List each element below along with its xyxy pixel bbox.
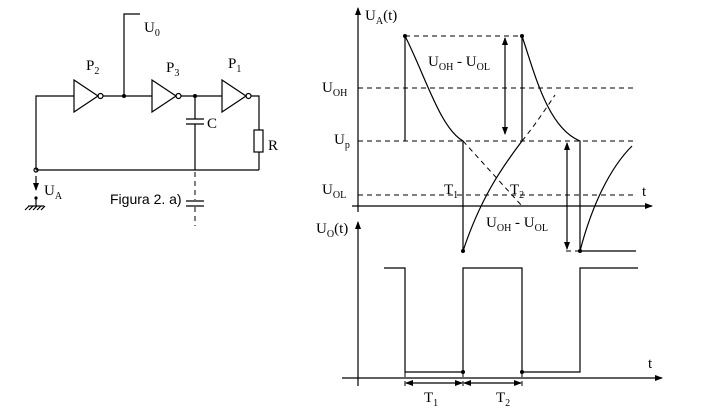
cap-ghost [186, 200, 204, 207]
t2-marker-label: T2 [510, 182, 524, 201]
p1-label: P1 [228, 56, 241, 75]
ua-axis-label: UA(t) [365, 8, 397, 27]
ua-graph: UA(t) t UOH Up UOL UOH - UOL UOH - UOL T… [322, 7, 653, 253]
wire-p1-r [251, 95, 260, 130]
resistor-r [253, 129, 264, 153]
ua-node [33, 167, 39, 173]
lower-swing-label: UOH - UOL [486, 215, 548, 234]
t1-dimension-label: T1 [424, 390, 438, 409]
ground-hatch [24, 205, 46, 211]
ua-decay-extension [462, 140, 523, 207]
u0-label: U0 [144, 20, 160, 39]
up-label: Up [334, 132, 350, 151]
uo-graph: UO(t) t T1 T2 [316, 221, 663, 409]
junction-u0 [122, 94, 126, 98]
inverter-p2 [73, 78, 104, 114]
ua-t-label: t [642, 184, 647, 200]
circuit-schematic: U0 P2 P3 P1 R [24, 13, 278, 226]
ua-waveform [404, 35, 636, 252]
u0-wire [123, 13, 140, 96]
inverter-p3 [151, 78, 182, 114]
t2-dimension-label: T2 [496, 390, 510, 409]
uoh-label: UOH [322, 80, 347, 99]
ua-recovery-curve [579, 145, 633, 252]
t1-marker-label: T1 [444, 182, 458, 201]
upper-swing-label: UOH - UOL [428, 54, 490, 73]
p3-label: P3 [166, 60, 179, 79]
uo-square-wave [384, 267, 638, 373]
r-label: R [268, 138, 278, 154]
ua-label: UA [44, 183, 63, 202]
uo-t-label: t [648, 356, 653, 372]
inverter-p1 [221, 78, 252, 114]
capacitor-c [186, 118, 204, 125]
uol-label: UOL [322, 182, 346, 201]
p2-label: P2 [86, 58, 99, 77]
c-label: C [207, 116, 217, 132]
ua-rise-extension [521, 94, 556, 142]
uo-axis-label: UO(t) [316, 221, 348, 240]
figure-caption: Figura 2. a) [110, 191, 182, 207]
feedback-wire [35, 95, 74, 170]
